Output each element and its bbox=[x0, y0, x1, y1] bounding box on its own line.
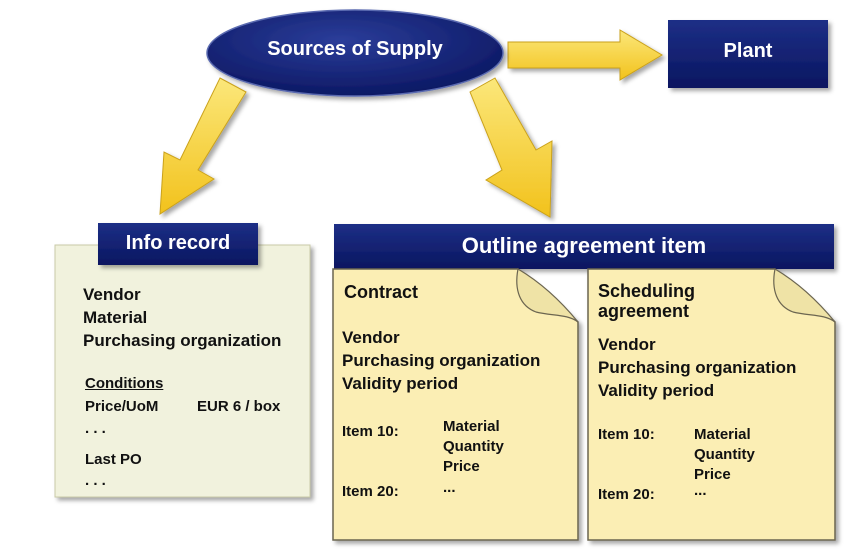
outline-agreement-header bbox=[334, 224, 834, 269]
scheduling-item10-price: Price bbox=[694, 466, 731, 483]
scheduling-title-line1: Scheduling bbox=[598, 281, 696, 301]
info-record-price-value: EUR 6 / box bbox=[197, 398, 281, 415]
info-record-field-material: Material bbox=[83, 308, 148, 327]
scheduling-field-purch-org: Purchasing organization bbox=[598, 358, 797, 377]
contract-item10-details: Material Quantity Price bbox=[443, 417, 504, 477]
scheduling-item20-value: ... bbox=[694, 482, 707, 499]
scheduling-fields: Vendor Purchasing organization Validity … bbox=[598, 333, 796, 402]
scheduling-item10-material: Material bbox=[694, 426, 751, 443]
info-record-panel bbox=[54, 244, 311, 498]
info-record-header bbox=[98, 223, 258, 265]
info-record-last-po: Last PO bbox=[85, 451, 142, 468]
contract-note bbox=[332, 268, 579, 541]
contract-fields: Vendor Purchasing organization Validity … bbox=[342, 326, 540, 395]
plant-box bbox=[668, 20, 828, 88]
contract-note-fold bbox=[516, 268, 579, 323]
contract-item20-value: ... bbox=[443, 479, 456, 496]
info-record-price-label: Price/UoM bbox=[85, 398, 159, 415]
arrow-to-outline-agreement bbox=[469, 77, 553, 218]
info-record-field-vendor: Vendor bbox=[83, 285, 141, 304]
contract-field-vendor: Vendor bbox=[342, 328, 400, 347]
sources-of-supply-label: Sources of Supply bbox=[267, 38, 443, 60]
info-record-ellipsis-1: . . . bbox=[85, 420, 106, 437]
contract-item10-label: Item 10: bbox=[342, 423, 399, 440]
contract-item10-material: Material bbox=[443, 418, 500, 435]
info-record-ellipsis-2: . . . bbox=[85, 472, 106, 489]
contract-item20-label: Item 20: bbox=[342, 483, 399, 500]
arrow-to-plant bbox=[507, 29, 663, 81]
contract-field-purch-org: Purchasing organization bbox=[342, 351, 541, 370]
info-record-field-purch-org: Purchasing organization bbox=[83, 331, 282, 350]
plant-label: Plant bbox=[723, 40, 773, 62]
contract-field-validity: Validity period bbox=[342, 374, 459, 393]
scheduling-item10-quantity: Quantity bbox=[694, 446, 755, 463]
scheduling-agreement-title: Scheduling agreement bbox=[598, 281, 695, 321]
arrow-to-info-record bbox=[159, 77, 247, 215]
scheduling-note-fold bbox=[773, 268, 836, 323]
info-record-conditions-label: Conditions bbox=[85, 375, 164, 392]
scheduling-field-validity: Validity period bbox=[598, 381, 715, 400]
scheduling-title-line2: agreement bbox=[598, 301, 690, 321]
info-record-title: Info record bbox=[125, 232, 231, 254]
scheduling-item20-label: Item 20: bbox=[598, 486, 655, 503]
scheduling-field-vendor: Vendor bbox=[598, 335, 656, 354]
sources-of-supply-ellipse bbox=[206, 9, 504, 97]
outline-agreement-title: Outline agreement item bbox=[461, 233, 707, 258]
contract-item10-price: Price bbox=[443, 458, 480, 475]
contract-item10-quantity: Quantity bbox=[443, 438, 504, 455]
scheduling-item10-label: Item 10: bbox=[598, 426, 655, 443]
scheduling-note bbox=[587, 268, 836, 541]
info-record-fields: Vendor Material Purchasing organization bbox=[83, 283, 281, 352]
scheduling-item10-details: Material Quantity Price bbox=[694, 425, 755, 485]
contract-title: Contract bbox=[344, 282, 419, 302]
